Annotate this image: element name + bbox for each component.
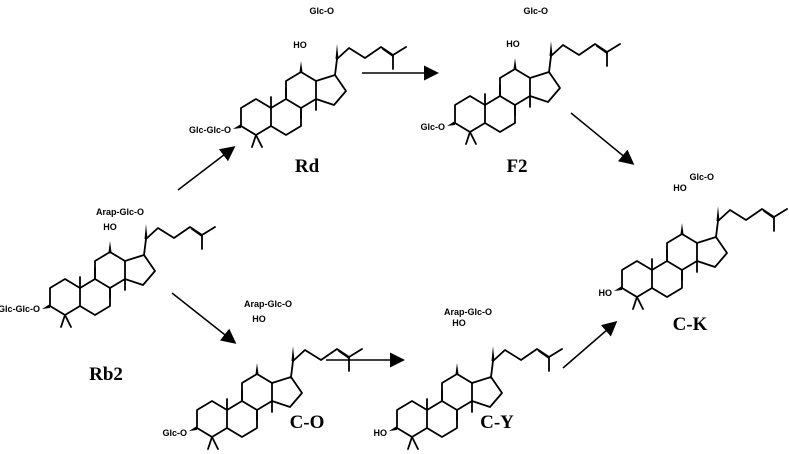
ck-skeleton — [613, 205, 788, 310]
ck-c3-substituent: HO — [599, 288, 613, 298]
f2-c20-substituent: Glc-O — [523, 6, 548, 16]
rd-skeleton — [232, 43, 407, 148]
rd-label: Rd — [295, 156, 320, 177]
cy-skeleton — [388, 345, 563, 450]
compound-co: Glc-O HO Arap-Glc-O C-O — [162, 299, 363, 450]
compound-f2: Glc-O HO Glc-O F2 — [420, 6, 621, 177]
cy-label: C-Y — [480, 412, 514, 433]
f2-label: F2 — [506, 156, 527, 177]
co-c3-substituent: Glc-O — [162, 428, 187, 438]
rd-c20-substituent: Glc-O — [309, 6, 334, 16]
arrow-f2-to-ck — [570, 112, 635, 165]
rb2-label: Rb2 — [89, 364, 123, 385]
arrow-rb2-to-co — [171, 292, 237, 344]
ck-c12-substituent: HO — [673, 183, 687, 193]
cy-c12-substituent: HO — [452, 318, 466, 328]
ck-c20-substituent: Glc-O — [689, 172, 714, 182]
rb2-c12-substituent: HO — [103, 222, 117, 232]
f2-c3-substituent: Glc-O — [420, 122, 445, 132]
co-skeleton — [188, 345, 363, 450]
f2-c12-substituent: HO — [506, 39, 520, 49]
co-c20-substituent: Arap-Glc-O — [244, 299, 292, 309]
ck-label: C-K — [673, 314, 708, 335]
co-label: C-O — [290, 412, 325, 433]
rb2-c20-substituent: Arap-Glc-O — [96, 207, 144, 217]
compound-cy: HO HO Arap-Glc-O C-Y — [374, 307, 563, 450]
rb2-c3-substituent: Glc-Glc-O — [0, 304, 40, 314]
cy-c20-substituent: Arap-Glc-O — [444, 307, 492, 317]
co-c12-substituent: HO — [252, 314, 266, 324]
arrow-cy-to-ck — [562, 321, 618, 369]
compound-rd: Glc-Glc-O HO Glc-O Rd — [189, 6, 407, 177]
rb2-skeleton — [41, 223, 216, 328]
cy-c3-substituent: HO — [374, 428, 388, 438]
rd-c3-substituent: Glc-Glc-O — [189, 125, 231, 135]
compound-rb2: Glc-Glc-O HO Arap-Glc-O Rb2 — [0, 207, 216, 385]
rd-c12-substituent: HO — [293, 40, 307, 50]
f2-skeleton — [446, 40, 621, 145]
compound-ck: HO HO Glc-O C-K — [599, 172, 788, 335]
arrow-rb2-to-rd — [177, 146, 236, 191]
